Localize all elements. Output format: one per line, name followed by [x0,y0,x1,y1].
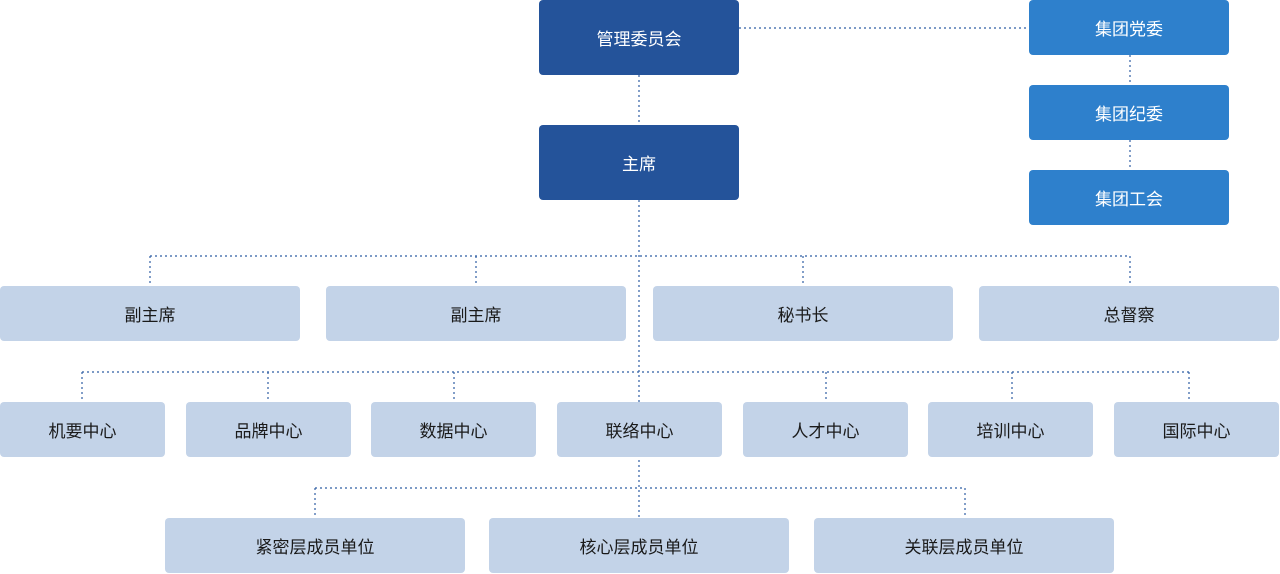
node-management-committee: 管理委员会 [539,0,739,75]
node-party-committee: 集团党委 [1029,0,1229,55]
node-labor-union: 集团工会 [1029,170,1229,225]
node-secretary-general: 秘书长 [653,286,953,341]
node-center-training: 培训中心 [928,402,1093,457]
node-center-brand: 品牌中心 [186,402,351,457]
node-member-associated: 关联层成员单位 [814,518,1114,573]
node-center-international: 国际中心 [1114,402,1279,457]
node-vice-chairman-1: 副主席 [0,286,300,341]
node-member-close: 紧密层成员单位 [165,518,465,573]
node-member-core: 核心层成员单位 [489,518,789,573]
node-discipline-committee: 集团纪委 [1029,85,1229,140]
node-center-talent: 人才中心 [743,402,908,457]
node-center-confidential: 机要中心 [0,402,165,457]
node-chief-inspector: 总督察 [979,286,1279,341]
node-chairman: 主席 [539,125,739,200]
node-center-data: 数据中心 [371,402,536,457]
node-vice-chairman-2: 副主席 [326,286,626,341]
node-center-liaison: 联络中心 [557,402,722,457]
